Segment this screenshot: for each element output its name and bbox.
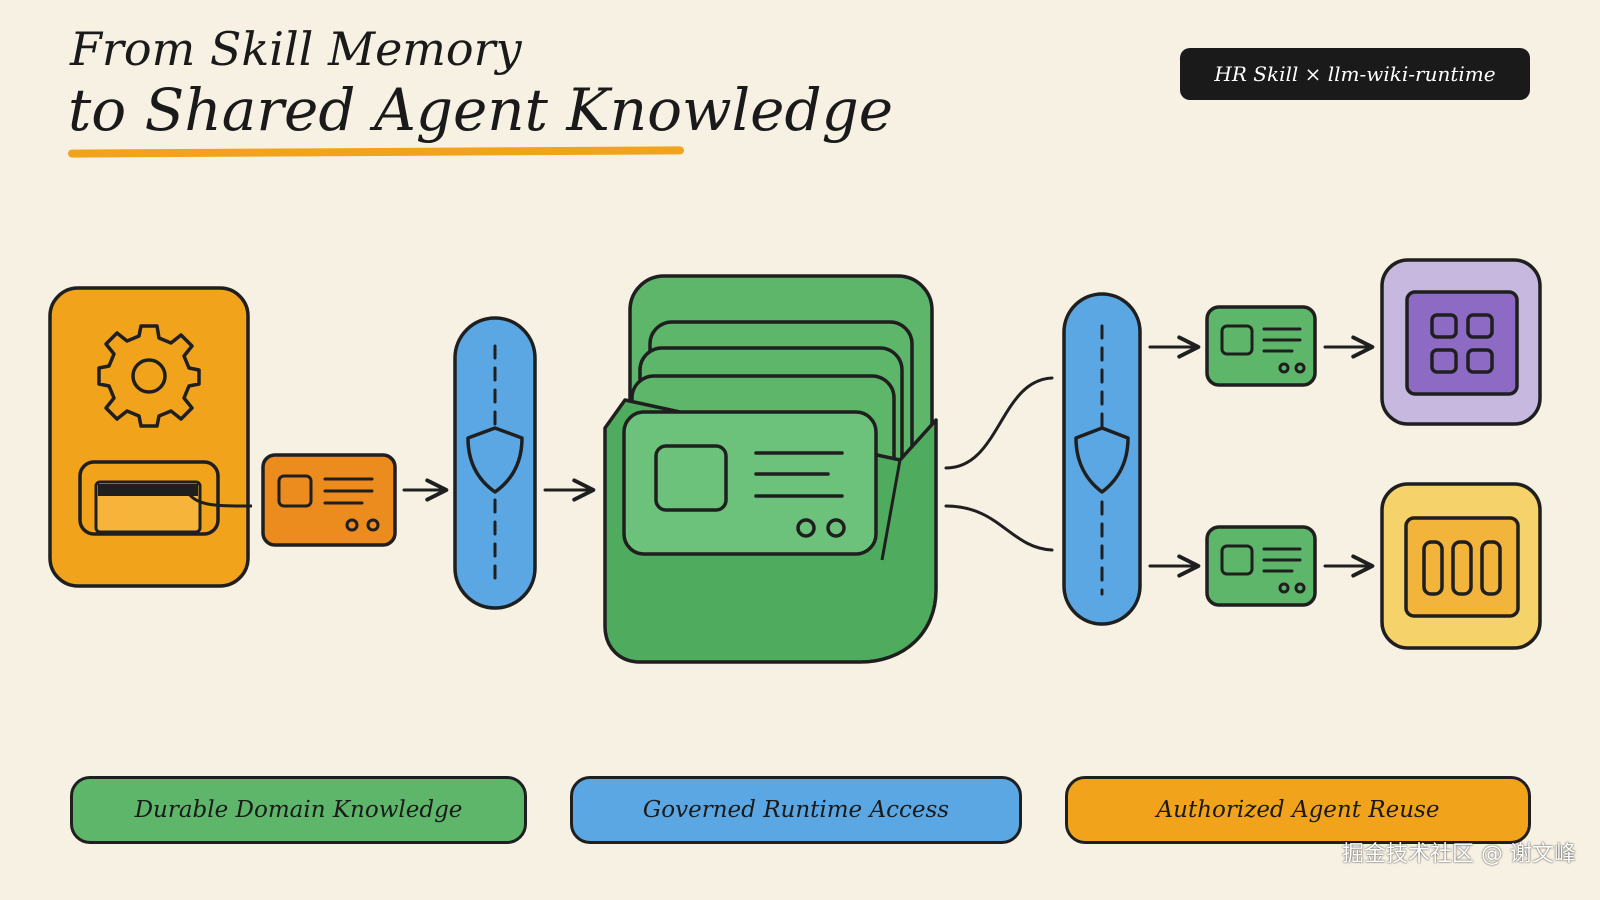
- title-line-2: to Shared Agent Knowledge: [68, 76, 894, 144]
- agent-app-yellow: [1380, 482, 1542, 650]
- gear-icon: [97, 324, 201, 428]
- agent-app-purple: [1380, 258, 1542, 426]
- watermark: 掘金技术社区 @ 谢文峰: [1342, 842, 1576, 867]
- skill-memory-box: [48, 286, 253, 588]
- shield-icon: [1074, 426, 1130, 494]
- knowledge-card-green-bottom: [1205, 525, 1317, 607]
- card-slot-icon: [78, 460, 253, 536]
- label-authorized-agent-reuse: Authorized Agent Reuse: [1065, 776, 1531, 844]
- title-line-1: From Skill Memory: [70, 22, 522, 76]
- gateway-pillar-left: [453, 316, 537, 610]
- label-governed-runtime-access: Governed Runtime Access: [570, 776, 1022, 844]
- badge: HR Skill × llm-wiki-runtime: [1180, 48, 1530, 100]
- knowledge-card-green-top: [1205, 305, 1317, 387]
- gateway-pillar-right: [1062, 292, 1142, 626]
- connector-top: [944, 376, 1054, 470]
- knowledge-card-orange: [261, 453, 397, 547]
- central-card-box: [603, 274, 938, 664]
- shield-icon: [466, 426, 524, 494]
- grid-icon: [1430, 313, 1494, 374]
- connector-bottom: [944, 504, 1054, 552]
- columns-icon: [1422, 540, 1502, 596]
- label-durable-domain-knowledge: Durable Domain Knowledge: [70, 776, 527, 844]
